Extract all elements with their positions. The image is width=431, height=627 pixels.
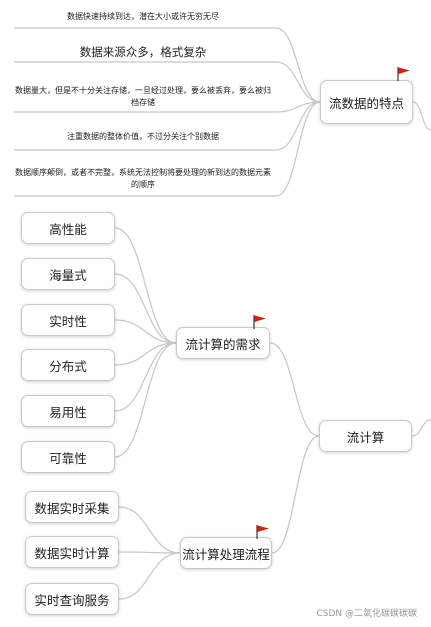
connector-line <box>114 342 177 366</box>
need-item-4[interactable]: 分布式 <box>21 349 115 381</box>
topic-label: 流计算处理流程 <box>182 546 270 562</box>
feature-note-5: 数据顺序颠倒，或者不完整，系统无法控制将要处理的新到达的数据元素的顺序 <box>15 168 271 189</box>
connector-line <box>275 101 321 151</box>
process-item-1[interactable]: 数据实时采集 <box>25 491 119 523</box>
need-item-3[interactable]: 实时性 <box>21 304 115 336</box>
topic-label: 流数据的特点 <box>328 95 404 111</box>
connector-line <box>118 552 181 600</box>
need-item-label: 高性能 <box>49 221 87 237</box>
connector-line <box>114 319 177 344</box>
topic-stream-computing-root[interactable]: 流计算 <box>319 420 412 452</box>
need-item-label: 可靠性 <box>49 450 87 466</box>
flag-icon <box>397 67 410 81</box>
flag-icon <box>253 315 266 329</box>
watermark: CSDN @二氧化碳碳碳碳 <box>316 609 417 619</box>
connector-line <box>114 273 177 344</box>
feature-note-3: 数据量大，但是不十分关注存储，一旦经过处理，要么被丢弃，要么被归档存储 <box>15 86 271 107</box>
process-item-label: 数据实时采集 <box>34 500 110 516</box>
connector-line <box>412 101 431 131</box>
process-item-2[interactable]: 数据实时计算 <box>25 536 119 568</box>
connector-line <box>118 551 181 554</box>
topic-stream-computing-needs[interactable]: 流计算的需求 <box>176 327 270 359</box>
connector-line <box>114 227 177 344</box>
need-item-5[interactable]: 易用性 <box>21 395 115 427</box>
connector-line <box>275 61 321 103</box>
need-item-label: 易用性 <box>49 404 87 420</box>
topic-label: 流计算 <box>346 429 385 445</box>
connector-line <box>271 435 320 554</box>
topic-stream-data-features[interactable]: 流数据的特点 <box>320 80 413 124</box>
connector-line <box>114 342 177 412</box>
need-item-2[interactable]: 海量式 <box>21 258 115 290</box>
need-item-label: 海量式 <box>49 267 87 283</box>
connector-line <box>275 101 321 197</box>
topic-label: 流计算的需求 <box>185 336 261 352</box>
connector-line <box>118 506 181 554</box>
connector-line <box>114 342 177 458</box>
feature-note-4: 注重数据的整体价值，不过分关注个别数据 <box>67 132 219 141</box>
flag-icon <box>256 525 269 539</box>
need-item-6[interactable]: 可靠性 <box>21 441 115 473</box>
connector-line <box>411 419 431 437</box>
process-item-label: 数据实时计算 <box>34 545 110 561</box>
process-item-label: 实时查询服务 <box>34 592 110 608</box>
process-item-3[interactable]: 实时查询服务 <box>25 583 119 615</box>
need-item-label: 实时性 <box>49 313 87 329</box>
topic-stream-processing-flow[interactable]: 流计算处理流程 <box>180 537 272 569</box>
feature-note-2: 数据来源众多，格式复杂 <box>79 45 207 59</box>
connector-line <box>269 342 320 437</box>
need-item-label: 分布式 <box>49 358 87 374</box>
connector-line <box>275 27 321 103</box>
need-item-1[interactable]: 高性能 <box>21 212 115 244</box>
feature-note-1: 数据快速持续到达，潜在大小或许无穷无尽 <box>67 12 219 21</box>
